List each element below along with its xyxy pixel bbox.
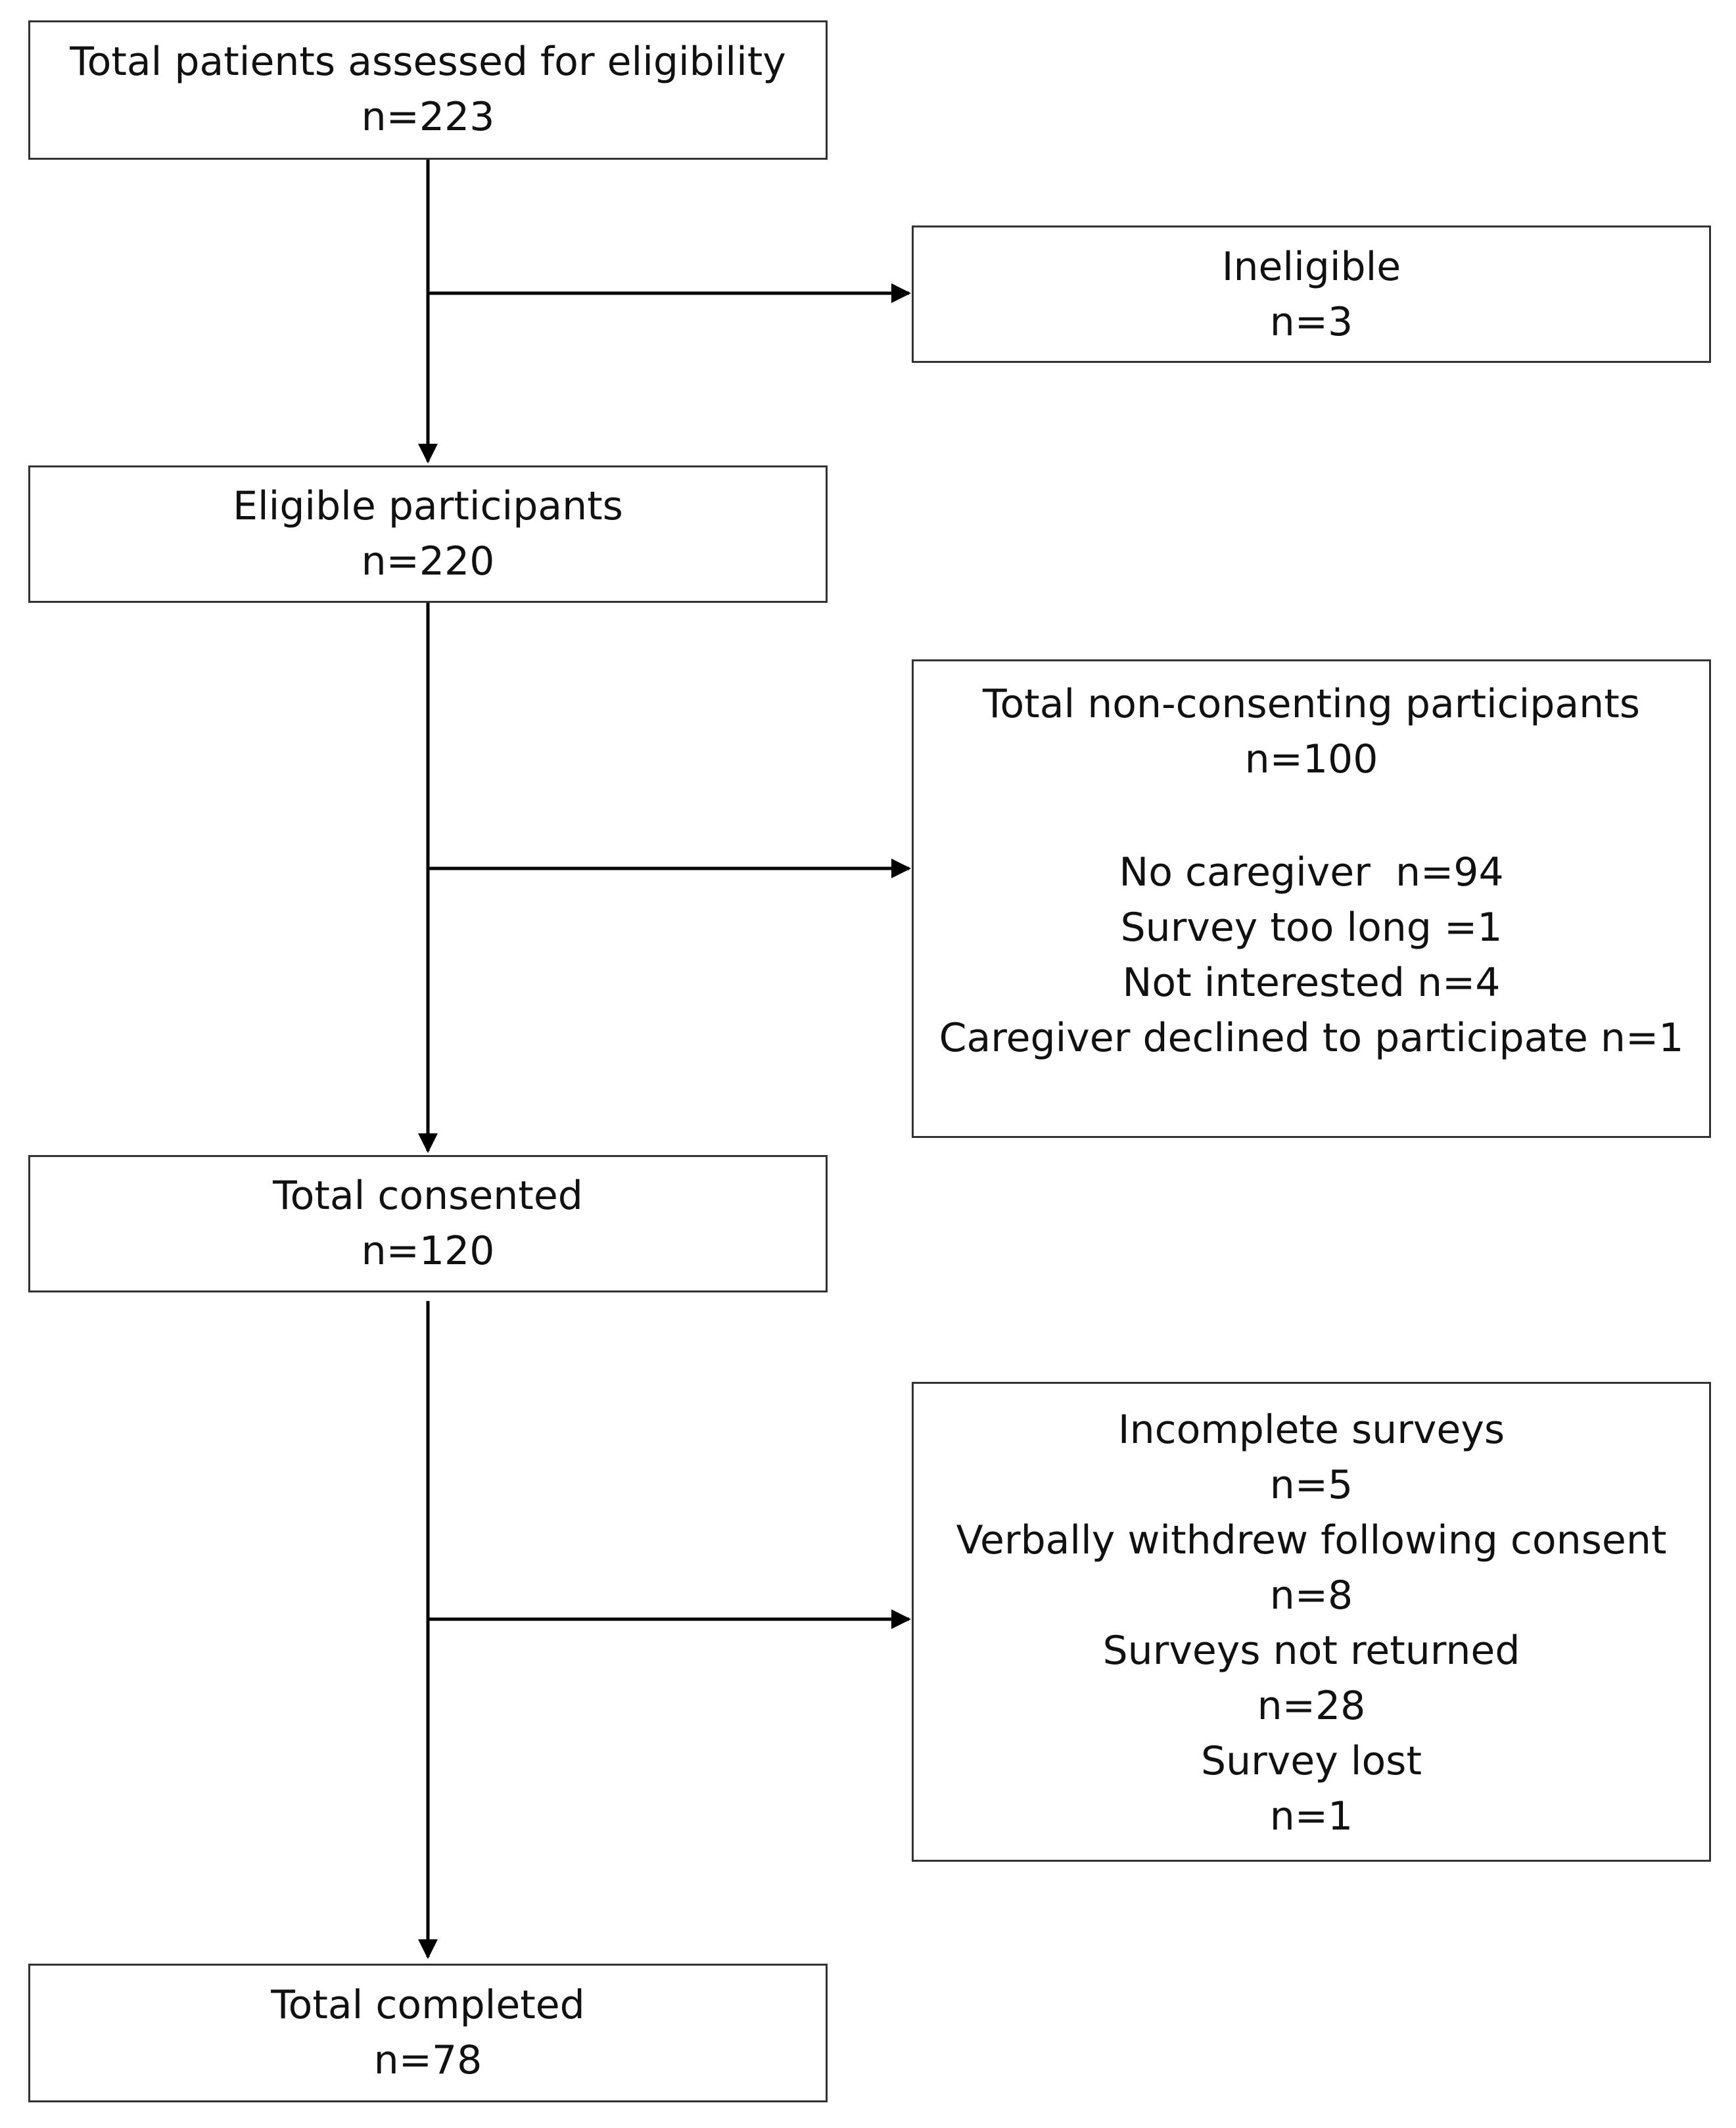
exclusion-withdrew-count: n=8 — [1269, 1572, 1353, 1619]
exclusion-lost-count: n=1 — [1269, 1793, 1353, 1839]
box-total-consented: Total consented n=120 — [28, 1155, 828, 1292]
exclusion-not-returned-label: Surveys not returned — [1102, 1628, 1520, 1674]
reason-no-caregiver: No caregiver n=94 — [1119, 849, 1504, 895]
box-label: Eligible participants — [233, 483, 623, 529]
box-label: Total patients assessed for eligibility — [70, 39, 786, 85]
exclusion-not-returned-count: n=28 — [1257, 1683, 1366, 1729]
box-non-consenting: Total non-consenting participants n=100 … — [912, 659, 1711, 1138]
exclusion-lost-label: Survey lost — [1201, 1738, 1422, 1784]
reason-survey-too-long: Survey too long =1 — [1120, 905, 1503, 951]
box-count: n=223 — [361, 94, 495, 140]
box-count: n=220 — [361, 538, 495, 584]
box-count: n=120 — [361, 1228, 495, 1274]
box-label: Ineligible — [1221, 244, 1401, 290]
box-count: n=3 — [1269, 299, 1353, 345]
box-count: n=100 — [1244, 736, 1378, 782]
box-label: Total non-consenting participants — [983, 681, 1640, 727]
box-exclusions: Incomplete surveys n=5 Verbally withdrew… — [912, 1382, 1711, 1862]
reason-not-interested: Not interested n=4 — [1122, 960, 1501, 1006]
box-total-completed: Total completed n=78 — [28, 1964, 828, 2102]
exclusion-withdrew-label: Verbally withdrew following consent — [956, 1517, 1667, 1563]
box-label: Total completed — [271, 1982, 585, 2028]
exclusion-incomplete-count: n=5 — [1269, 1462, 1353, 1508]
reason-caregiver-declined: Caregiver declined to participate n=1 — [939, 1015, 1684, 1061]
box-total-assessed: Total patients assessed for eligibility … — [28, 20, 828, 160]
box-eligible-participants: Eligible participants n=220 — [28, 465, 828, 603]
spacer — [914, 787, 1709, 845]
box-label: Total consented — [273, 1173, 583, 1219]
box-count: n=78 — [373, 2037, 482, 2083]
box-ineligible: Ineligible n=3 — [912, 225, 1711, 363]
exclusion-incomplete-label: Incomplete surveys — [1117, 1407, 1505, 1453]
